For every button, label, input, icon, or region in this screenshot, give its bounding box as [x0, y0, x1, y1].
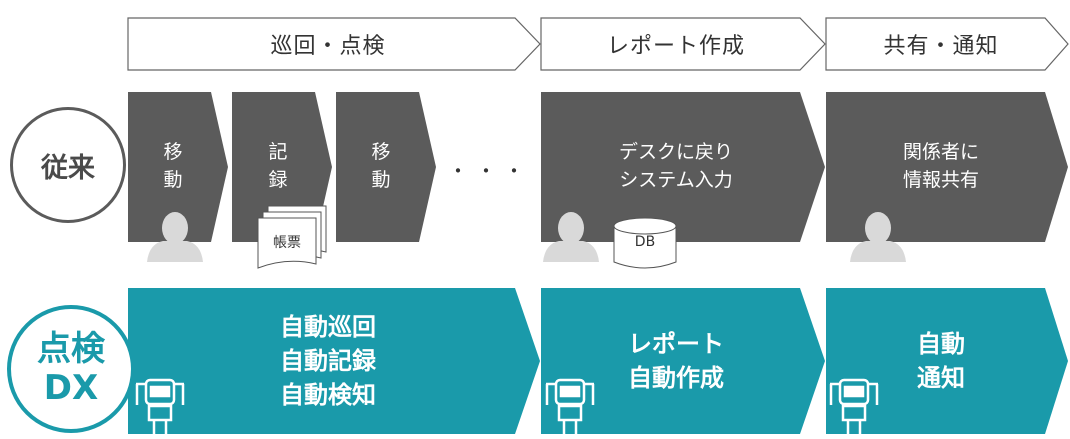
dx-step2-shape [541, 288, 825, 434]
conv-step-move1: 移動 [163, 141, 183, 191]
person-icon [147, 212, 203, 262]
dx-step1-shape [128, 288, 540, 434]
dx-step3-shape [826, 288, 1068, 434]
header-chevron-inspection [127, 17, 541, 71]
robot-icon [545, 378, 595, 434]
conv-step-report-shape [541, 92, 825, 242]
dx-step-auto-report: レポート 自動作成 [628, 330, 724, 392]
database-label: DB [634, 234, 656, 250]
conv-step-share-shape [826, 92, 1068, 242]
header-chevron-report [540, 17, 826, 71]
dx-step-auto-notify: 自動 通知 [917, 330, 965, 392]
stage-label-inspection: 巡回・点検 [270, 34, 386, 59]
conv-step-record-shape [232, 92, 332, 242]
dx-label-line1: 点検 [37, 328, 105, 369]
conv-step-move2-shape [336, 92, 436, 242]
conv-step-report: デスクに戻り システム入力 [618, 141, 733, 191]
conv-step-move2: 移動 [371, 141, 391, 191]
header-chevron-share [825, 17, 1069, 71]
database-icon [613, 217, 677, 269]
ellipsis-dots: ・・・ [448, 159, 532, 183]
conv-step-record: 記録 [268, 141, 288, 191]
conv-step-share: 関係者に 情報共有 [902, 141, 979, 191]
dx-step-auto-patrol: 自動巡回 自動記録 自動検知 [280, 313, 376, 409]
dx-label: 点検 DX [7, 305, 135, 433]
person-icon [543, 212, 599, 262]
stage-label-share: 共有・通知 [883, 34, 999, 59]
robot-icon [829, 378, 879, 434]
conventional-label: 従来 [10, 107, 126, 223]
person-icon [850, 212, 906, 262]
document-label: 帳票 [273, 235, 301, 251]
dx-label-line2: DX [43, 368, 99, 408]
robot-icon [135, 378, 185, 434]
document-stack-icon [257, 205, 327, 269]
conv-step-move1-shape [128, 92, 228, 242]
stage-label-report: レポート作成 [606, 34, 745, 59]
